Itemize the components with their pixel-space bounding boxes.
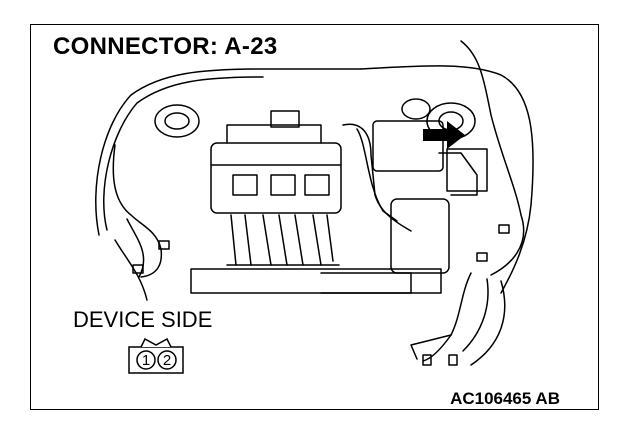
air-box: [372, 120, 444, 172]
engine-bay-illustration: 1 2: [95, 40, 534, 374]
pin-1-label: 1: [142, 352, 150, 369]
pin-2-label: 2: [163, 352, 171, 369]
pin-2-circle: [157, 350, 177, 370]
fender-outline-left: [95, 68, 362, 236]
cross-member: [190, 268, 442, 294]
fender-outline-right: [360, 65, 534, 294]
pin-1-circle: [136, 350, 156, 370]
intake-hose: [342, 123, 412, 232]
connector-arrow-icon: [423, 121, 465, 149]
harness-right: [460, 40, 525, 276]
page-title: CONNECTOR: A-23: [53, 33, 278, 60]
engine-cover: [210, 142, 342, 214]
harness-left: [112, 144, 163, 278]
strut-tower-left: [154, 104, 200, 138]
figure-code: AC106465 AB: [450, 389, 560, 408]
intake-runners: [230, 214, 334, 266]
diagram-frame: 1 2 CONNECTOR: A-23 DEVICE SIDE AC106465…: [30, 24, 599, 410]
connector-pin-diagram: 1 2: [128, 337, 184, 374]
device-side-label: DEVICE SIDE: [73, 307, 213, 332]
